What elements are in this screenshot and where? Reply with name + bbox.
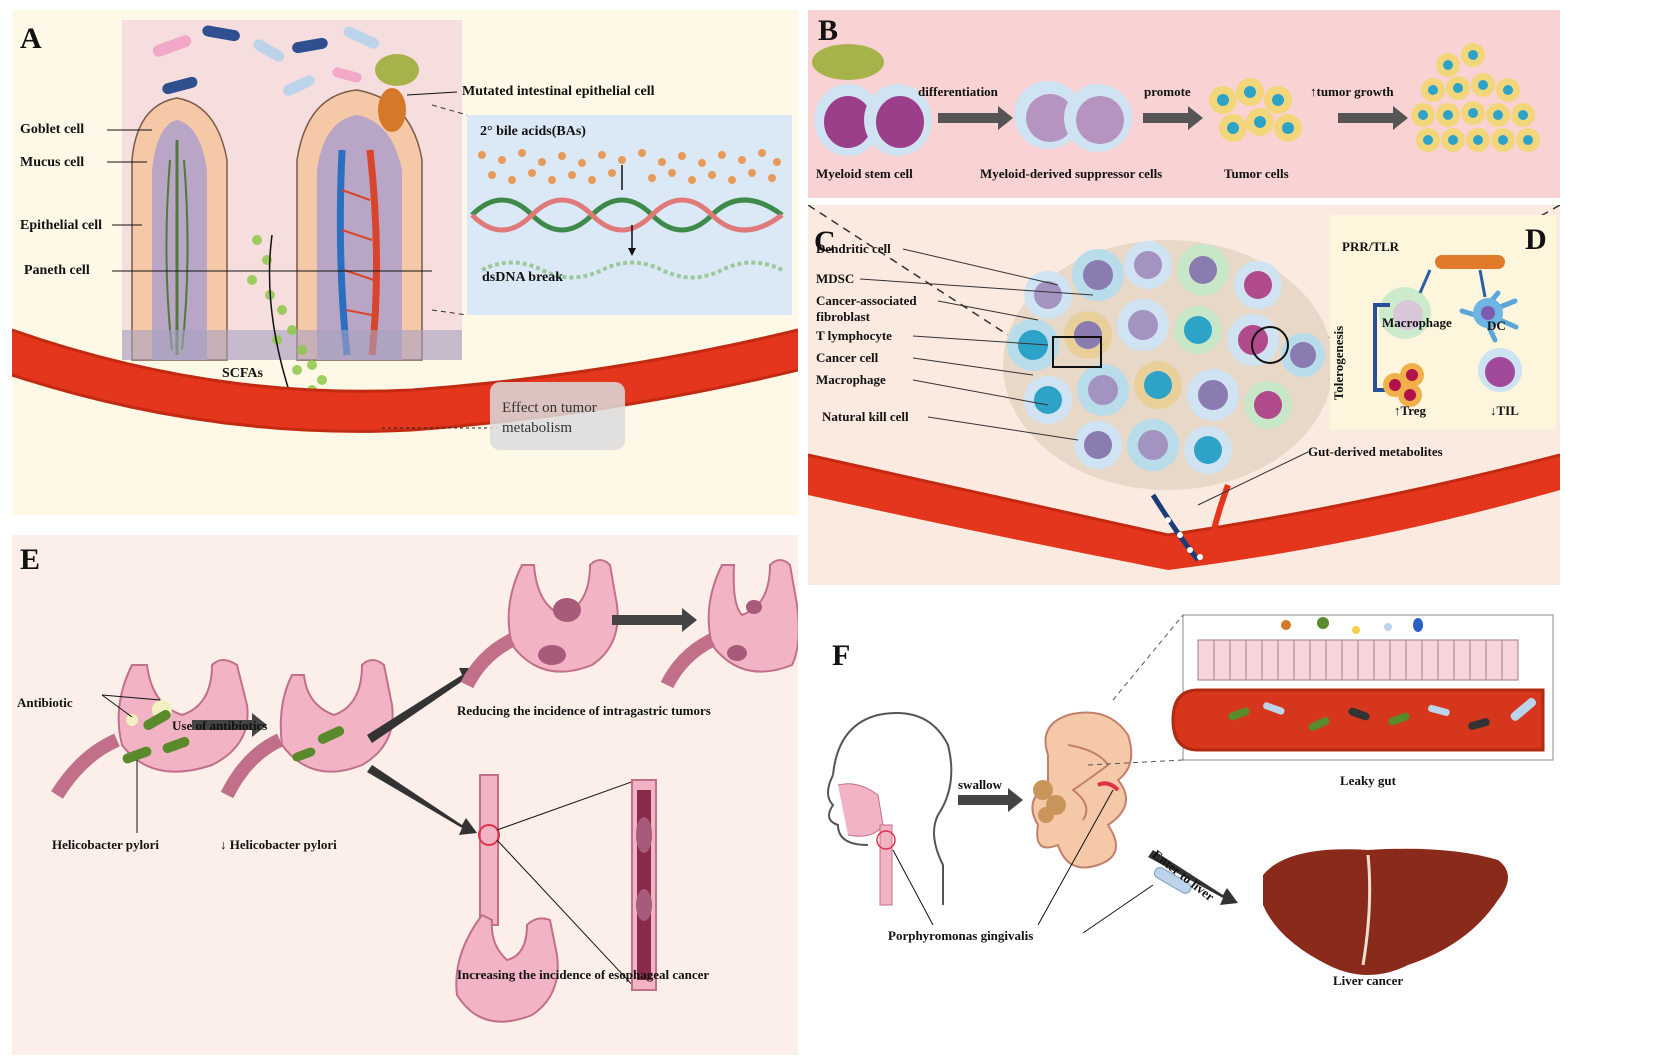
helicobacter-label: Helicobacter pylori (52, 837, 159, 852)
mdsc-full-label: Myeloid-derived suppressor cells (980, 166, 1163, 181)
panel-e: E Antibiotic Use of antibiotics Helicoba… (12, 535, 798, 1055)
microbiota-rods (152, 25, 379, 96)
differentiation-label: differentiation (918, 84, 998, 99)
macrophage-d-label: Macrophage (1382, 315, 1452, 330)
macrophage-label: Macrophage (816, 372, 886, 387)
effect-label-line2: metabolism (502, 420, 572, 436)
caf-label-line2: fibroblast (816, 309, 870, 324)
panel-d-letter: D (1525, 223, 1547, 256)
use-antibiotics-label: Use of antibiotics (172, 718, 268, 733)
panel-d-illustration (1373, 255, 1522, 407)
treg-label: ↑Treg (1394, 403, 1427, 418)
nk-cell-label: Natural kill cell (822, 409, 909, 424)
epithelial-cell-label: Epithelial cell (20, 218, 103, 233)
panel-f-illustration (827, 614, 1554, 975)
swallow-label: swallow (958, 777, 1003, 792)
effect-label-line1: Effect on tumor (502, 400, 597, 416)
helicobacter-down-label: ↓ Helicobacter pylori (220, 837, 337, 852)
panel-f-letter: F (832, 639, 851, 672)
t-lymphocyte-label: T lymphocyte (816, 328, 892, 343)
panel-e-illustration (51, 559, 798, 1023)
porphyromonas-label: Porphyromonas gingivalis (888, 928, 1034, 943)
antibiotic-label: Antibiotic (17, 695, 73, 710)
panel-a-illustration (12, 20, 798, 450)
tolerogenesis-label: Tolerogenesis (1331, 325, 1347, 401)
dc-label: DC (1487, 318, 1506, 333)
mutated-cell-label: Mutated intestinal epithelial cell (462, 84, 655, 99)
mdsc-label: MDSC (816, 271, 855, 286)
panel-c-letter: C (814, 225, 836, 258)
leaky-gut-label: Leaky gut (1340, 773, 1396, 788)
panel-b: B differentiation promote ↑tumor growth … (808, 10, 1560, 198)
paneth-cell-label: Paneth cell (24, 263, 90, 278)
tumor-cells-label: Tumor cells (1224, 166, 1289, 181)
liver-cancer-label: Liver cancer (1333, 973, 1404, 988)
scfas-label: SCFAs (222, 366, 263, 381)
mucus-cell-label: Mucus cell (20, 155, 85, 170)
increasing-incidence-label: Increasing the incidence of esophageal c… (457, 967, 710, 982)
panel-e-letter: E (20, 543, 41, 576)
bile-acid-dots (478, 149, 781, 184)
gut-metabolites-label: Gut-derived metabolites (1308, 444, 1443, 459)
promote-label: promote (1144, 84, 1191, 99)
bile-acids-label: 2° bile acids(BAs) (480, 124, 586, 139)
panel-d: D PRR/TLR Macrophage DC Tolerogenesis ↑T… (1330, 215, 1556, 430)
reducing-incidence-label: Reducing the incidence of intragastric t… (457, 703, 711, 718)
panel-b-illustration (812, 43, 1540, 156)
panel-b-letter: B (818, 14, 839, 47)
panel-a-letter: A (20, 22, 42, 55)
tumor-cell-cluster-large (1411, 43, 1540, 152)
myeloid-stem-cell-label: Myeloid stem cell (816, 166, 913, 181)
panel-c-illustration (808, 205, 1560, 570)
epithelial-row (1197, 639, 1519, 681)
dendritic-cell-label: Dendritic cell (816, 241, 891, 256)
cancer-cell-label: Cancer cell (816, 350, 879, 365)
blood-vessel-c (808, 455, 1560, 570)
prr-tlr-label: PRR/TLR (1342, 239, 1400, 254)
til-label: ↓TIL (1490, 403, 1519, 418)
panel-a: A Goblet cell Mucus cell Epithelial cell… (12, 10, 798, 515)
effect-box (490, 382, 625, 450)
tumor-growth-label: ↑tumor growth (1310, 84, 1394, 99)
goblet-cell-label: Goblet cell (20, 122, 85, 137)
tumor-cell-cluster-small (1209, 78, 1302, 142)
caf-label-line1: Cancer-associated (816, 293, 917, 308)
panel-f: F swallow Leaky gut Enter to liver Porph… (808, 605, 1560, 1055)
liver-shape (1263, 848, 1508, 975)
tumor-microenvironment (1003, 240, 1333, 490)
dsdna-break-label: dsDNA break (482, 270, 564, 285)
